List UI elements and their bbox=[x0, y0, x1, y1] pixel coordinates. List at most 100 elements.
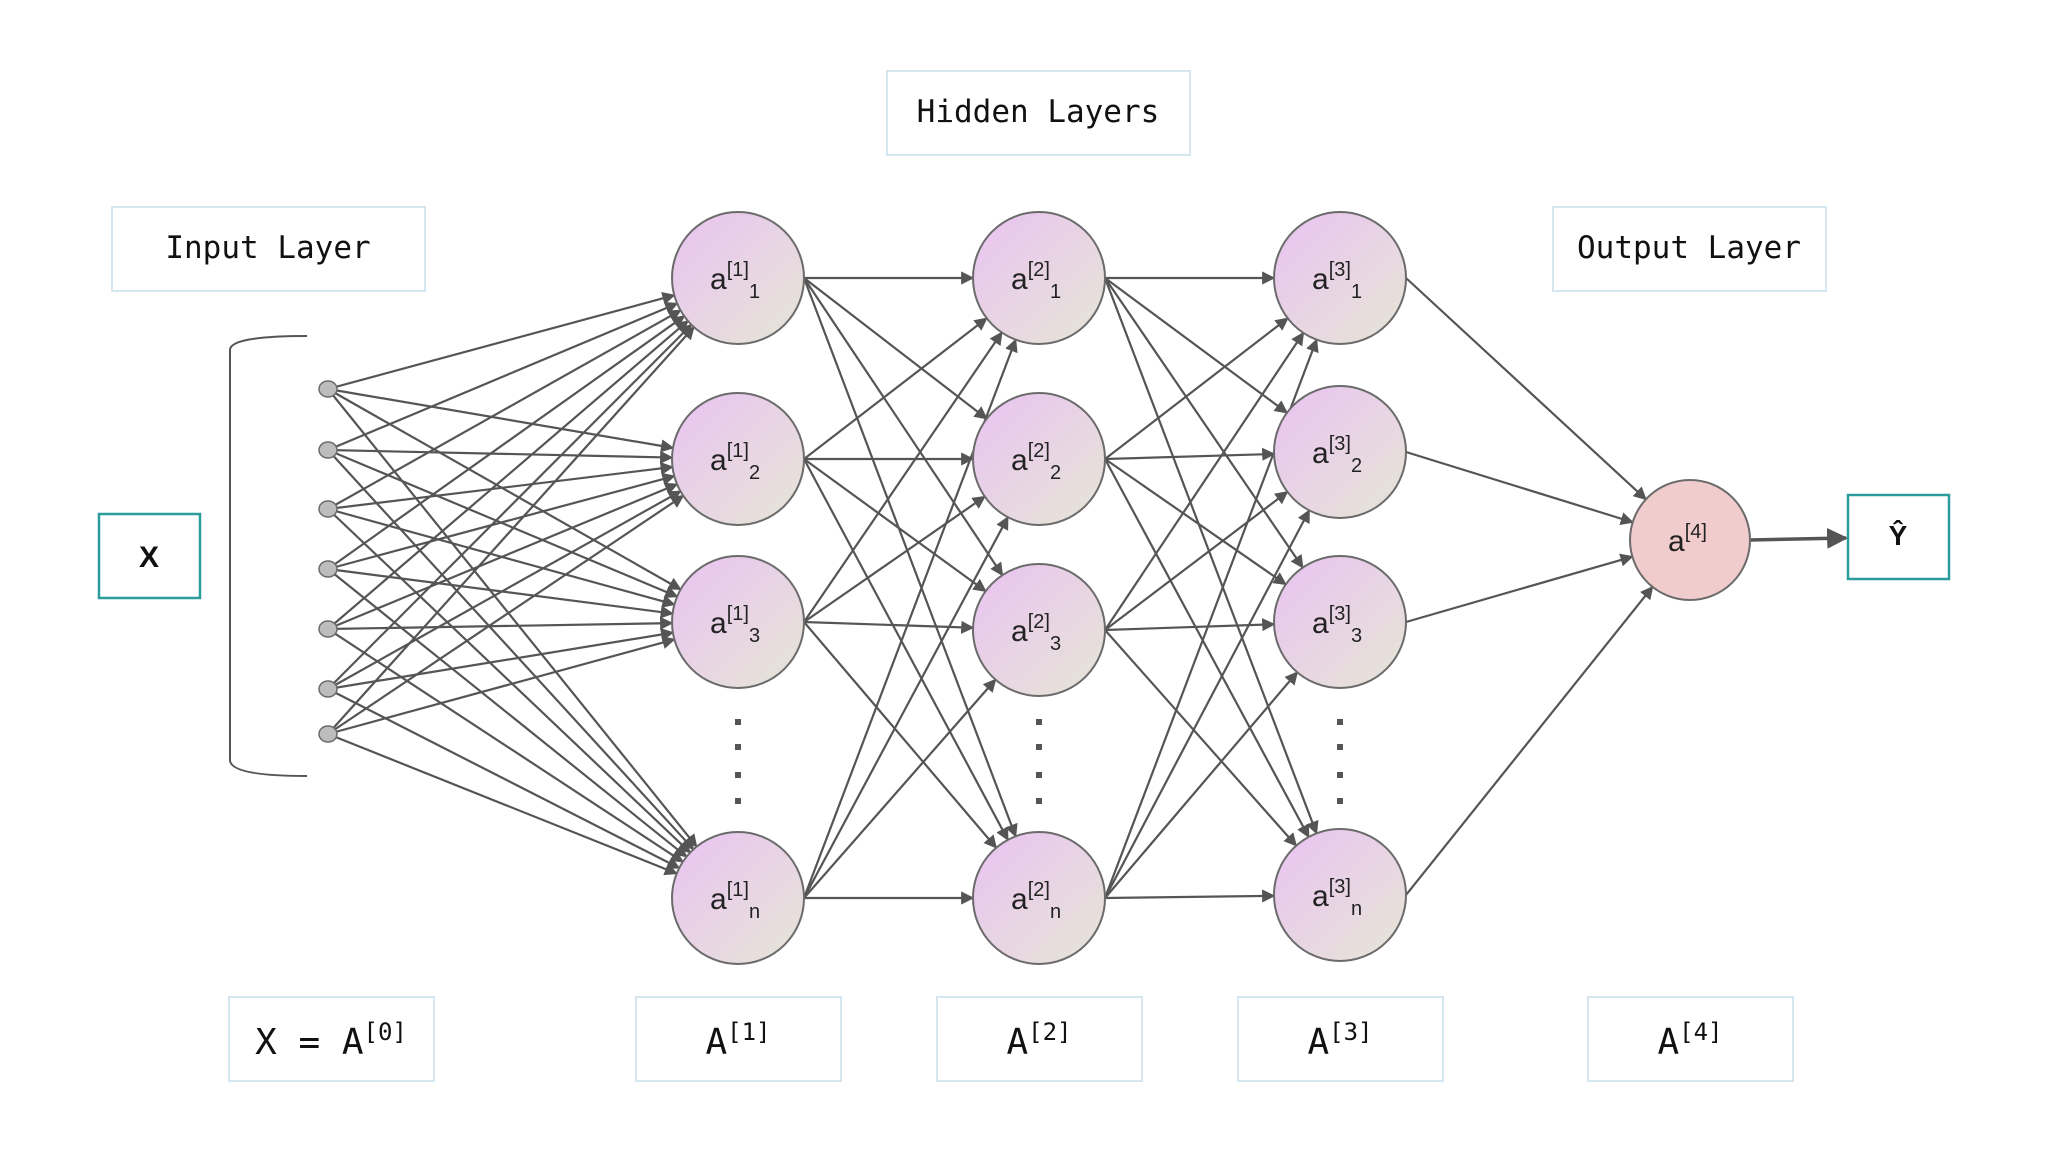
connection-edge bbox=[803, 678, 997, 899]
x-input-box: X bbox=[97, 512, 202, 600]
output-neuron: a[4] bbox=[1629, 479, 1751, 601]
connection-edge bbox=[327, 494, 685, 735]
connection-edge bbox=[327, 628, 675, 691]
ellipsis-dot bbox=[735, 719, 741, 725]
bottom-label-a0: X = A[0] bbox=[228, 996, 435, 1082]
connection-edge bbox=[1104, 490, 1289, 631]
neuron-2-1: a[2]1 bbox=[972, 211, 1106, 345]
connection-edge bbox=[327, 449, 695, 851]
connection-edge bbox=[327, 315, 686, 570]
bottom-label-a0-sup: [0] bbox=[364, 1018, 407, 1046]
connection-edge bbox=[803, 331, 1003, 623]
neuron-1-3-label: a[1]3 bbox=[710, 603, 760, 647]
connection-edge bbox=[1405, 553, 1634, 624]
neuron-3-1-label: a[3]1 bbox=[1312, 259, 1362, 303]
neuron-3-n: a[3]n bbox=[1273, 828, 1407, 962]
hidden-layers-label-box: Hidden Layers bbox=[886, 70, 1191, 156]
bottom-labels: X = A[0] A[1] A[2] A[3] A[4] bbox=[228, 996, 1794, 1082]
connection-edge bbox=[327, 636, 676, 736]
connection-edge bbox=[803, 495, 986, 623]
neuron-1-2-label: a[1]2 bbox=[710, 440, 760, 484]
ellipsis-dots bbox=[735, 719, 1343, 804]
bottom-label-a3: A[3] bbox=[1237, 996, 1444, 1082]
neuron-1-1-label: a[1]1 bbox=[710, 259, 760, 303]
connection-edge bbox=[802, 277, 1018, 838]
neuron-2-3-label: a[2]3 bbox=[1011, 611, 1061, 655]
y-hat-label: Ŷ bbox=[1889, 520, 1908, 551]
connection-edge bbox=[1104, 447, 1276, 461]
connection-edge bbox=[1104, 458, 1287, 586]
ellipsis-dot bbox=[1337, 744, 1343, 750]
neuron-1-n-label: a[1]n bbox=[710, 879, 760, 923]
bottom-label-a4-sup: [4] bbox=[1679, 1018, 1722, 1046]
neuron-1-n: a[1]n bbox=[671, 831, 805, 965]
bottom-label-a2-base: A bbox=[1006, 1022, 1028, 1063]
connection-edge bbox=[327, 732, 678, 876]
neuron-1-2: a[1]2 bbox=[671, 392, 805, 526]
connection-edge bbox=[327, 448, 674, 464]
neuron-2-2: a[2]2 bbox=[972, 392, 1106, 526]
bottom-label-a1-sup: [1] bbox=[727, 1018, 770, 1046]
input-node bbox=[318, 620, 338, 638]
connection-edge bbox=[327, 490, 682, 690]
input-node bbox=[318, 680, 338, 698]
connection-edge bbox=[327, 628, 684, 863]
neuron-1-1: a[1]1 bbox=[671, 211, 805, 345]
connection-edges bbox=[327, 271, 1849, 905]
x-label: X bbox=[139, 541, 159, 574]
ellipsis-dot bbox=[1036, 719, 1042, 725]
connection-edge bbox=[327, 320, 689, 630]
connection-edge bbox=[1405, 450, 1634, 526]
input-layer-label-box: Input Layer bbox=[111, 206, 426, 292]
ellipsis-dot bbox=[1036, 798, 1042, 804]
connection-edge bbox=[327, 688, 681, 870]
input-bracket bbox=[229, 335, 308, 777]
ellipsis-dot bbox=[1036, 772, 1042, 778]
connection-edge bbox=[327, 482, 679, 631]
connection-edge bbox=[1104, 671, 1299, 899]
input-node bbox=[318, 380, 338, 398]
ellipsis-dot bbox=[1337, 798, 1343, 804]
neuron-3-1: a[3]1 bbox=[1273, 211, 1407, 345]
connection-edge bbox=[803, 620, 975, 634]
svg-text:A[4]: A[4] bbox=[1657, 1018, 1722, 1063]
connection-edge bbox=[803, 458, 987, 593]
connection-edge bbox=[1104, 458, 1310, 839]
connection-edge bbox=[327, 388, 698, 848]
neurons: a[1]1 a[1]2 a[1]3 a[1]n a[2]1 a[2]2 a[2]3 a[2]n… bbox=[671, 211, 1751, 965]
input-nodes bbox=[318, 380, 338, 743]
connection-edge bbox=[327, 616, 674, 631]
svg-text:X = A[0]: X = A[0] bbox=[255, 1018, 407, 1063]
input-layer-label: Input Layer bbox=[165, 230, 370, 266]
svg-text:A[3]: A[3] bbox=[1307, 1018, 1372, 1063]
svg-text:A[2]: A[2] bbox=[1006, 1018, 1071, 1063]
connection-edge bbox=[1405, 277, 1647, 501]
connection-edge bbox=[327, 291, 676, 391]
connection-edge bbox=[1104, 277, 1289, 414]
ellipsis-dot bbox=[735, 798, 741, 804]
connection-edge bbox=[327, 461, 674, 511]
connection-edge bbox=[327, 326, 695, 735]
connection-edge bbox=[1104, 889, 1276, 903]
neuron-3-2: a[3]2 bbox=[1273, 385, 1407, 519]
bottom-label-a1-base: A bbox=[705, 1022, 727, 1063]
connection-edge bbox=[1104, 277, 1304, 569]
ellipsis-dot bbox=[735, 772, 741, 778]
input-node bbox=[318, 725, 338, 743]
neuron-2-n: a[2]n bbox=[972, 831, 1106, 965]
connection-edge bbox=[803, 277, 1004, 577]
neuron-2-2-label: a[2]2 bbox=[1011, 440, 1061, 484]
neuron-3-3-label: a[3]3 bbox=[1312, 603, 1362, 647]
output-layer-label: Output Layer bbox=[1577, 230, 1801, 266]
connection-edge bbox=[327, 302, 679, 452]
ellipsis-dot bbox=[1337, 772, 1343, 778]
connection-edge bbox=[327, 568, 688, 858]
neuron-2-3: a[2]3 bbox=[972, 563, 1106, 697]
connection-edge bbox=[803, 277, 988, 420]
bottom-label-a0-base: X = A bbox=[255, 1022, 364, 1063]
connection-edge bbox=[327, 387, 675, 453]
bottom-label-a2: A[2] bbox=[936, 996, 1143, 1082]
y-hat-output-box: Ŷ bbox=[1846, 493, 1951, 581]
